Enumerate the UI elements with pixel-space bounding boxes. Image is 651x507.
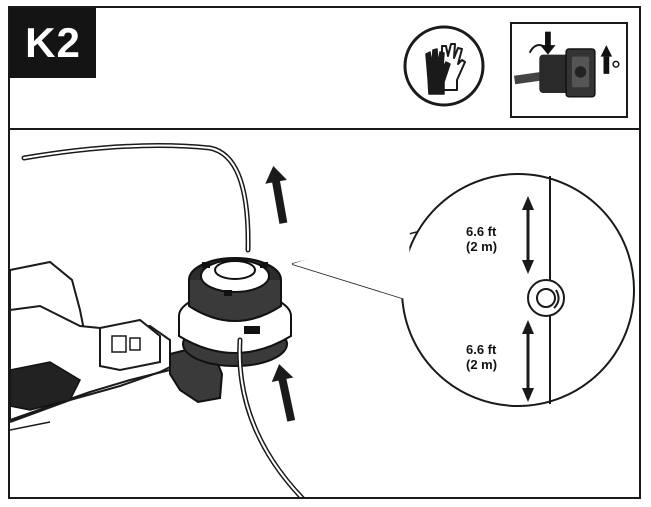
lower-distance-m: (2 m) <box>466 357 498 372</box>
upper-distance-label: 6.6 ft (2 m) <box>466 224 497 254</box>
dimension-arrow-lower <box>522 320 534 402</box>
detail-callout <box>401 173 635 407</box>
upper-distance-m: (2 m) <box>466 239 498 254</box>
instruction-panel: K2 <box>8 6 641 499</box>
trimmer-head-action-icon <box>510 22 628 118</box>
lower-distance-ft: 6.6 ft <box>466 342 497 357</box>
protective-gloves-icon <box>403 25 485 107</box>
trimmer-head-drawing <box>10 143 635 497</box>
upper-distance-ft: 6.6 ft <box>466 224 497 239</box>
pull-arrow-bottom <box>271 364 296 422</box>
dimension-arrow-upper <box>522 196 534 274</box>
main-illustration: 6.6 ft (2 m) 6.6 ft (2 m) <box>10 130 639 497</box>
lower-distance-label: 6.6 ft (2 m) <box>466 342 497 372</box>
step-badge: K2 <box>10 8 96 78</box>
panel-header: K2 <box>10 8 639 130</box>
pull-arrow-top <box>265 166 288 224</box>
